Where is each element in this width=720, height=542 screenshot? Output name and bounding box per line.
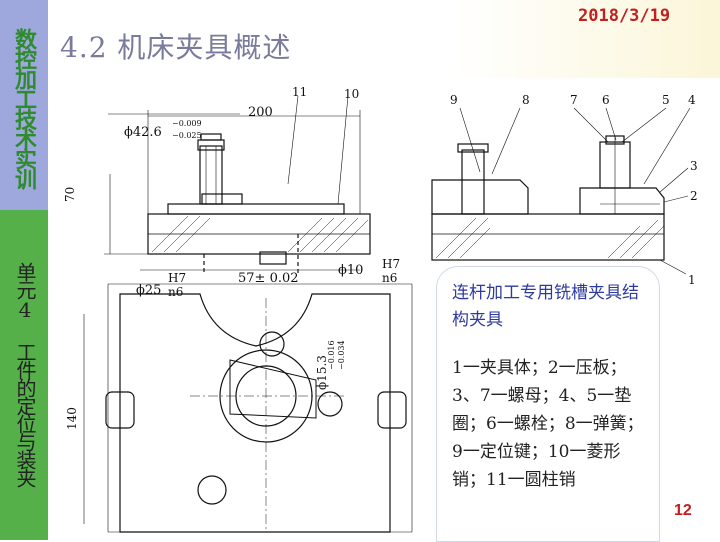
- page-title: 4.2 机床夹具概述: [60, 31, 292, 64]
- dim-phi-42-6: ϕ42.6: [124, 125, 162, 140]
- callout-11: 11: [292, 85, 307, 99]
- unit-title-vertical: 单元4 工件的定位与装夹: [13, 262, 37, 486]
- callout-1: 1: [688, 273, 696, 287]
- dim-140: 140: [65, 407, 79, 430]
- sidebar-bottom-panel: [0, 210, 48, 540]
- callout-8: 8: [522, 93, 530, 107]
- fit-h7-2: H7: [382, 257, 400, 271]
- plan-view-body: [119, 293, 391, 533]
- right-clamp-block: [579, 187, 665, 215]
- dim-70: 70: [63, 187, 77, 202]
- dim-phi-25: ϕ25: [136, 283, 161, 298]
- header-band: [48, 0, 720, 78]
- fit-n6-1: n6: [168, 285, 183, 299]
- fit-h7-1: H7: [168, 271, 186, 285]
- callout-10: 10: [344, 87, 359, 101]
- callout-body: 1一夹具体；2一压板；3、7一螺母；4、5一垫圈；6一螺栓；8一弹簧；9一定位键…: [452, 358, 644, 490]
- left-clamp-plate: [167, 203, 345, 215]
- callout-box: [436, 266, 660, 542]
- course-title-vertical: 数控加工技术实训: [11, 28, 37, 188]
- callout-7: 7: [570, 93, 578, 107]
- sidebar-top-panel: [0, 0, 48, 210]
- callout-2: 2: [690, 189, 698, 203]
- tol-15-lower: −0.034: [337, 340, 346, 370]
- callout-title: 连杆加工专用铣槽夹具结构夹具: [452, 283, 639, 330]
- dim-200: 200: [248, 105, 273, 120]
- right-base-section: [431, 213, 665, 261]
- date-label: 2018/3/19: [578, 6, 671, 26]
- callout-6: 6: [602, 93, 610, 107]
- tol-42-lower: −0.025: [172, 131, 202, 140]
- dim-57: 57± 0.02: [238, 271, 299, 286]
- fit-n6-2: n6: [382, 271, 397, 285]
- tol-42-upper: −0.009: [172, 119, 202, 128]
- page-number: 12: [674, 502, 692, 519]
- right-work-block: [431, 179, 529, 215]
- dim-phi-15-3: ϕ15.3: [315, 355, 329, 390]
- dim-phi-10: ϕ10: [338, 263, 363, 278]
- tol-15-upper: −0.016: [327, 340, 336, 370]
- fixture-drawing-svg: 200 ϕ42.6 −0.009 −0.025 70 ϕ25 H7 n6 57±…: [63, 85, 698, 533]
- callout-4: 4: [688, 93, 696, 107]
- callout-9: 9: [450, 93, 458, 107]
- left-bolt: [199, 145, 223, 205]
- callout-3: 3: [690, 159, 698, 173]
- callout-5: 5: [662, 93, 670, 107]
